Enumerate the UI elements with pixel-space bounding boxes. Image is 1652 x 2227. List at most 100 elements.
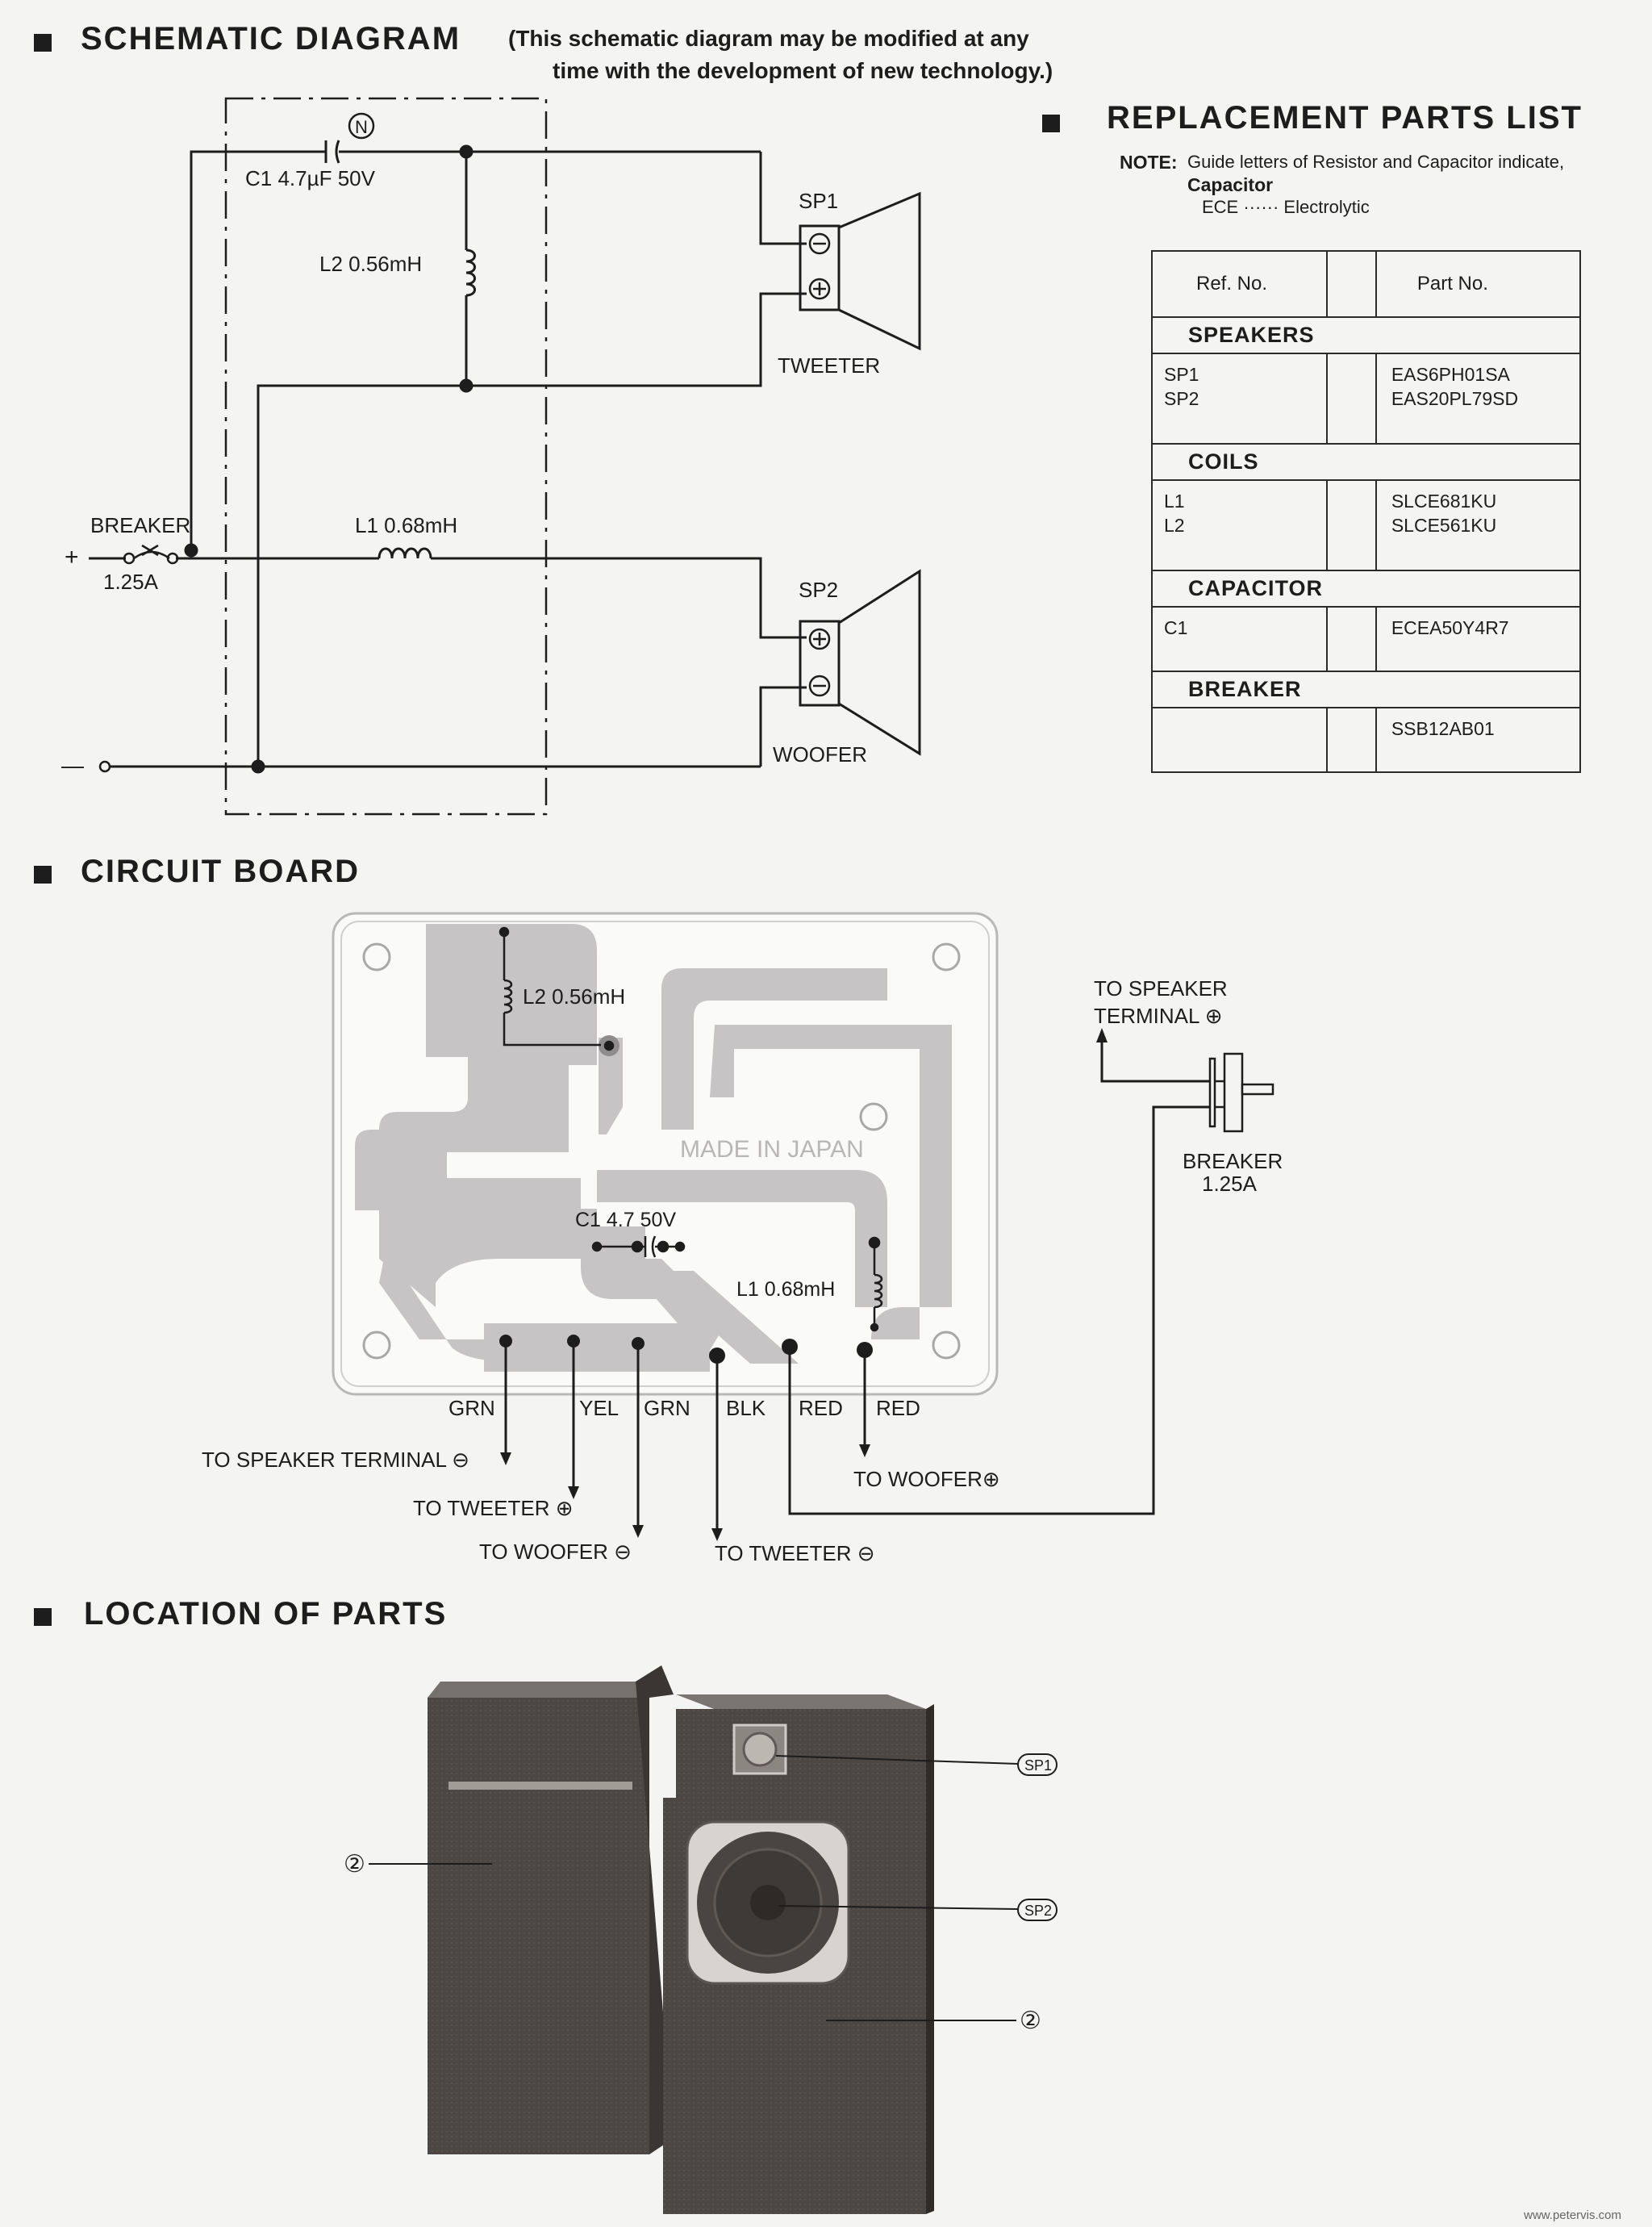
mounting-hole: [362, 1331, 391, 1360]
sp2-plus-terminal: [808, 628, 831, 650]
right-speaker-tweeter-panel: [676, 1709, 926, 1798]
left-speaker-top: [428, 1682, 649, 1698]
wire-dest-label: TO WOOFER⊕: [853, 1467, 1000, 1491]
pcb-trace: [436, 1178, 581, 1210]
section-marker: [34, 866, 52, 884]
speaker-illustration: [428, 1665, 934, 2214]
parts-note-ece: ECE ······ Electrolytic: [1202, 197, 1370, 217]
section-marker: [1042, 115, 1060, 132]
arrow-down: [632, 1525, 644, 1538]
category-row: CAPACITOR: [1151, 570, 1581, 608]
network-enclosure: [224, 97, 548, 816]
replacement-parts-table: Ref. No. Part No. SPEAKERS SP1 SP2 EAS6P…: [1151, 250, 1582, 773]
left-speaker-badge: [448, 1782, 632, 1790]
sp2-callout-box: [1017, 1899, 1058, 1921]
breaker-rating: 1.25A: [103, 570, 159, 594]
breaker-symbol: [141, 544, 159, 557]
wire: [190, 150, 326, 550]
table-row: SSB12AB01: [1151, 707, 1582, 773]
mounting-hole: [859, 1102, 888, 1131]
sp1-terminal-box: [799, 224, 841, 311]
terminal-minus: [98, 760, 111, 773]
category-row: COILS: [1151, 443, 1581, 481]
section-marker: [34, 1608, 52, 1626]
wire: [788, 1105, 1210, 1515]
table-row: SP1 SP2 EAS6PH01SA EAS20PL79SD: [1151, 353, 1582, 445]
breaker-terminal: [166, 552, 179, 565]
speaker-terminal-label: TERMINAL ⊕: [1094, 1004, 1223, 1028]
schematic-diagram: [89, 97, 921, 816]
arrow-up: [1096, 1028, 1108, 1042]
category-speakers: SPEAKERS: [1151, 316, 1581, 354]
ref-cell: C1: [1151, 606, 1328, 672]
part-cell: EAS6PH01SA EAS20PL79SD: [1375, 353, 1582, 445]
pcb-c1-label: C1 4.7 50V: [575, 1209, 676, 1231]
parts-note-label: NOTE:: [1120, 152, 1178, 173]
table-row: C1 ECEA50Y4R7: [1151, 606, 1582, 672]
schematic-note-line1: (This schematic diagram may be modified …: [508, 26, 1029, 51]
right-speaker-top: [676, 1694, 926, 1709]
sp1-label: SP1: [799, 189, 838, 213]
capacitor-c1-component: [591, 1235, 686, 1258]
woofer-label: WOOFER: [773, 742, 867, 767]
category-breaker: BREAKER: [1151, 671, 1581, 708]
sp1-minus-terminal: [808, 232, 831, 255]
wire-dest-label: TO WOOFER ⊖: [479, 1540, 632, 1564]
pcb-l2-label: L2 0.56mH: [523, 984, 625, 1009]
wire-color-label: RED: [799, 1396, 843, 1420]
arrow-down: [859, 1444, 870, 1457]
location-callout-labels: ② SP1 SP2 ②: [344, 1757, 1052, 2034]
board-wire-labels: GRN YEL GRN BLK RED RED TO SPEAKER TERMI…: [202, 976, 1283, 1565]
wire-color-label: GRN: [448, 1396, 495, 1420]
pcb-trace: [710, 1025, 952, 1339]
grille-callout: ②: [344, 1851, 365, 1878]
schematic-note-line2: time with the development of new technol…: [553, 58, 1053, 83]
part-no-header: Part No.: [1375, 250, 1582, 318]
pcb-trace: [661, 968, 887, 1130]
circuit-board-title: CIRCUIT BOARD: [81, 854, 360, 889]
inductor-l2-coil: [465, 249, 476, 297]
inductor-l1-component: [868, 1236, 883, 1332]
breaker-component: [1208, 1052, 1274, 1133]
l2-label: L2 0.56mH: [319, 252, 422, 276]
junction-dot: [184, 543, 198, 558]
ref-cell: [1151, 707, 1328, 773]
capacitor-c1-plate: [335, 140, 340, 164]
mounting-hole: [932, 1331, 961, 1360]
sp1-callout-box: [1017, 1753, 1058, 1776]
section-marker: [34, 34, 52, 52]
wire: [257, 292, 807, 767]
wire: [1100, 1042, 1210, 1083]
junction-dot: [251, 759, 265, 774]
pcb-inner-outline: [340, 921, 990, 1387]
right-speaker-side: [926, 1704, 934, 2214]
wire: [759, 686, 807, 767]
wire-dest-label: TO SPEAKER TERMINAL ⊖: [202, 1448, 469, 1472]
category-row: BREAKER: [1151, 671, 1581, 708]
mounting-hole: [932, 942, 961, 971]
breaker-symbol: [133, 550, 170, 560]
pcb-breaker-rating: 1.25A: [1202, 1172, 1258, 1196]
wire-color-label: YEL: [579, 1396, 619, 1420]
sp2-minus-terminal: [808, 675, 831, 697]
tweeter-dome: [742, 1732, 778, 1767]
location-of-parts-title: LOCATION OF PARTS: [84, 1596, 448, 1632]
breaker-label: BREAKER: [90, 513, 190, 537]
leader-line: [778, 1905, 1019, 1910]
footer-url: www.petervis.com: [1524, 2208, 1621, 2222]
location-callouts: [369, 1753, 1058, 2021]
pcb-trace: [599, 1038, 623, 1134]
category-capacitor: CAPACITOR: [1151, 570, 1581, 608]
pcb-trace: [484, 1323, 710, 1372]
plus-label: +: [65, 544, 79, 570]
wire-color-label: GRN: [644, 1396, 690, 1420]
wire-dest-label: TO TWEETER ⊕: [413, 1496, 574, 1520]
pcb-l1-label: L1 0.68mH: [736, 1278, 835, 1301]
sp2-callout: SP2: [1024, 1903, 1052, 1919]
schematic-labels: N C1 4.7µF 50V L2 0.56mH L1 0.68mH BREAK…: [61, 117, 880, 778]
pcb-trace: [379, 1249, 589, 1362]
table-row: L1 L2 SLCE681KU SLCE561KU: [1151, 479, 1582, 571]
leader-line: [775, 1755, 1019, 1765]
mounting-hole: [362, 942, 391, 971]
